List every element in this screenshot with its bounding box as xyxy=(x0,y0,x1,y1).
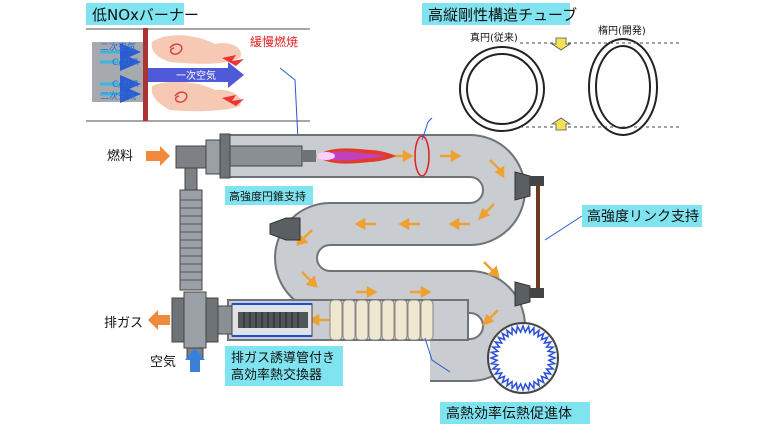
cone-support-label: 高強度円錐支持 xyxy=(229,189,306,203)
slow-combustion-label: 緩慢燃焼 xyxy=(250,34,298,49)
heat-promoter-pointer xyxy=(424,337,451,373)
heat-promoter-cross-section xyxy=(487,322,559,394)
heat-promoter-label: 高熱効率伝熱促進体 xyxy=(446,405,572,422)
burner-inset: 二次空気 C/ガス C/ガス 二次空気 一次空気 緩慢燃焼 xyxy=(86,28,310,122)
up-arrow-icon xyxy=(550,37,572,51)
cone-support-left xyxy=(269,217,301,241)
tube-title: 高縦剛性構造チューブ xyxy=(428,6,577,24)
exhaust-arrow-icon xyxy=(148,310,170,330)
circle-label: 真円(従来) xyxy=(470,31,518,44)
air-label: 空気 xyxy=(150,354,176,370)
air-arrow-icon xyxy=(185,348,205,372)
cone-support-right-bottom xyxy=(514,281,531,307)
link-support-label: 高強度リンク支持 xyxy=(587,208,699,225)
fuel-arrow-icon xyxy=(146,146,170,166)
c-gas-bottom-label: C/ガス xyxy=(112,79,139,90)
burner-title-box xyxy=(86,3,184,25)
burner-title: 低NOxバーナー xyxy=(92,6,199,24)
burner-pointer-line xyxy=(279,67,301,141)
link-support-pointer xyxy=(544,215,583,241)
cone-support-box xyxy=(225,186,313,205)
down-arrow-icon xyxy=(550,117,572,131)
tube-cross-sections: 真円(従来) 楕円(開発) xyxy=(459,24,680,136)
burner-body xyxy=(175,133,430,179)
ellipse-label: 楕円(開発) xyxy=(598,24,646,37)
heat-exchanger-line1: 排ガス誘導管付き xyxy=(231,351,335,366)
secondary-air-label: 一次空気 xyxy=(176,69,216,82)
primary-air-top-label: 二次空気 xyxy=(100,41,136,53)
burner-flange xyxy=(143,28,148,121)
primary-air-bottom-label: 二次空気 xyxy=(100,90,136,102)
bellows-pipe xyxy=(179,167,203,291)
exhaust-housing xyxy=(171,291,313,359)
tube-title-box xyxy=(422,3,570,25)
flame-upper xyxy=(151,35,241,64)
cross-section-pointer xyxy=(421,117,433,141)
flame-lower xyxy=(151,81,241,112)
link-support-box xyxy=(582,205,702,227)
heat-promoter-box xyxy=(440,402,590,424)
flow-arrows xyxy=(296,149,505,327)
fuel-label: 燃料 xyxy=(107,148,133,164)
heat-promoter-coils xyxy=(329,299,434,341)
heat-exchanger-box xyxy=(225,346,343,386)
exhaust-label: 排ガス xyxy=(104,316,143,331)
heat-exchanger-line2: 高効率熱交換器 xyxy=(231,367,322,383)
c-gas-top-label: C/ガス xyxy=(112,57,139,68)
cone-support-right-top xyxy=(514,171,531,201)
